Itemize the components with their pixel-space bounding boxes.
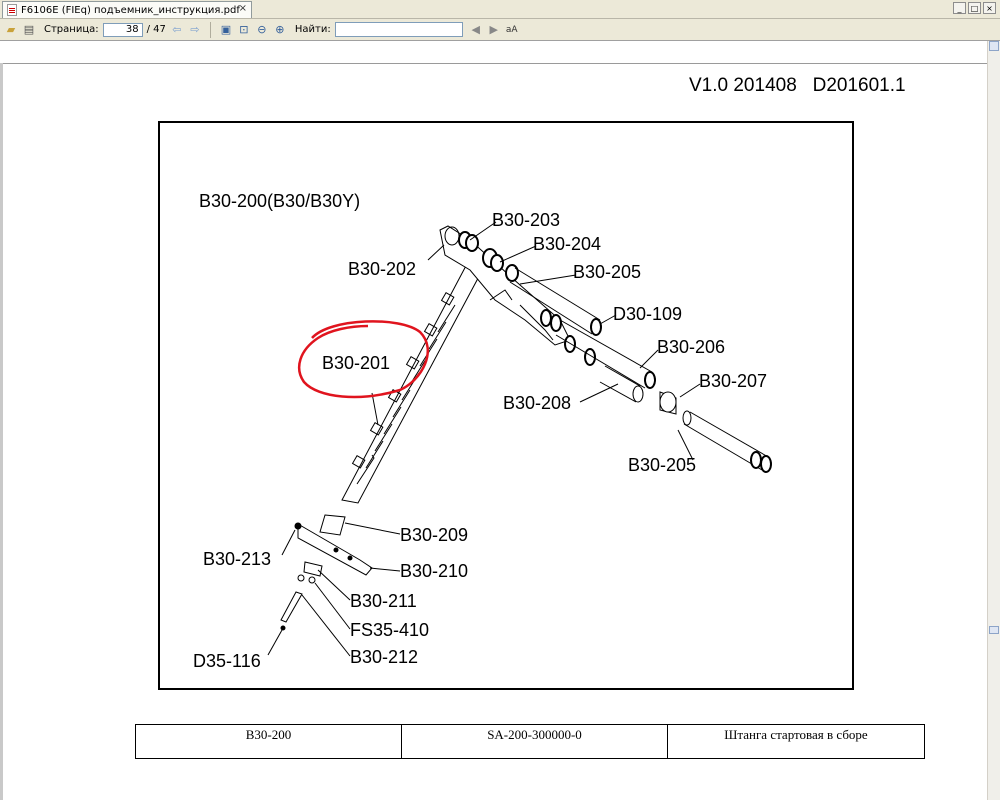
leader-lines [267,221,701,657]
window-controls: _ □ × [953,2,996,14]
lower-parts [280,514,373,631]
label-b30-207: B30-207 [699,371,767,391]
label-b30-205-upper: B30-205 [573,262,641,282]
document-tab-title: F6106E (FIEq) подъемник_инструкция.pdf [21,4,240,16]
label-b30-203: B30-203 [492,210,560,230]
find-input[interactable] [334,22,463,37]
label-b30-208: B30-208 [503,393,571,413]
tab-close-icon[interactable]: × [238,3,247,14]
fit-page-icon[interactable]: ⊡ [239,23,249,36]
assembly-title: B30-200(B30/B30Y) [199,191,360,211]
page-total: / 47 [146,24,166,35]
close-window-button[interactable]: × [983,2,996,14]
document-view[interactable] [0,41,987,800]
highlight-ellipse [298,320,430,399]
bushing-part [659,391,677,415]
toolbar-separator [209,21,211,38]
page-left-edge [0,63,3,800]
page-label: Страница: [44,24,99,35]
label-b30-205-lower: B30-205 [628,455,696,475]
label-b30-211: B30-211 [350,591,417,611]
find-next-icon[interactable]: ▶ [489,23,498,36]
open-folder-icon[interactable]: ▰ [6,23,16,36]
label-b30-202: B30-202 [348,259,416,279]
shaft-upper [509,267,602,366]
prev-page-icon[interactable]: ⇦ [172,23,182,36]
scrollbar-up-arrow[interactable] [989,41,999,51]
label-fs35-410: FS35-410 [350,620,429,640]
label-b30-210: B30-210 [400,561,468,581]
table-cell-description: Штанга стартовая в сборе [667,724,925,759]
label-b30-206: B30-206 [657,337,725,357]
pdf-file-icon [7,4,17,16]
shaft-middle [555,319,656,403]
find-label: Найти: [294,24,331,35]
label-d30-109: D30-109 [613,304,682,324]
find-prev-icon[interactable]: ◀ [471,23,480,36]
restore-button[interactable]: □ [968,2,981,14]
label-b30-201: B30-201 [322,353,390,373]
parts-table: B30-200 SA-200-300000-0 Штанга стартовая… [135,724,925,759]
toolbar: ▰ ▤ Страница: / 47 ⇦ ⇨ ▣ ⊡ ⊖ ⊕ Найти: ◀ … [0,19,1000,41]
table-cell-code: SA-200-300000-0 [401,724,668,759]
match-case-icon[interactable]: aA [505,24,518,35]
label-d35-116: D35-116 [193,651,261,671]
label-b30-209: B30-209 [400,525,468,545]
vertical-scrollbar[interactable] [987,41,1000,800]
table-row: B30-200 SA-200-300000-0 Штанга стартовая… [135,724,925,759]
minimize-button[interactable]: _ [953,2,966,14]
zoom-in-icon[interactable]: ⊕ [275,23,285,36]
drawing-frame [158,121,854,690]
table-cell-part-number: B30-200 [135,724,402,759]
document-version: V1.0 201408 D201601.1 [689,75,906,96]
page-top-edge [0,63,987,64]
save-icon[interactable]: ▣ [220,23,232,36]
label-b30-212: B30-212 [350,647,418,667]
ring-parts [458,231,519,282]
scrollbar-thumb[interactable] [989,626,999,634]
page-number-input[interactable] [102,22,143,37]
zoom-out-icon[interactable]: ⊖ [257,23,267,36]
next-page-icon[interactable]: ⇨ [190,23,200,36]
print-icon[interactable]: ▤ [23,23,35,36]
label-b30-213: B30-213 [203,549,271,569]
document-tab[interactable]: F6106E (FIEq) подъемник_инструкция.pdf × [2,1,252,18]
shaft-lower [682,410,772,473]
tab-bar: F6106E (FIEq) подъемник_инструкция.pdf ×… [0,0,1000,19]
label-b30-204: B30-204 [533,234,601,254]
